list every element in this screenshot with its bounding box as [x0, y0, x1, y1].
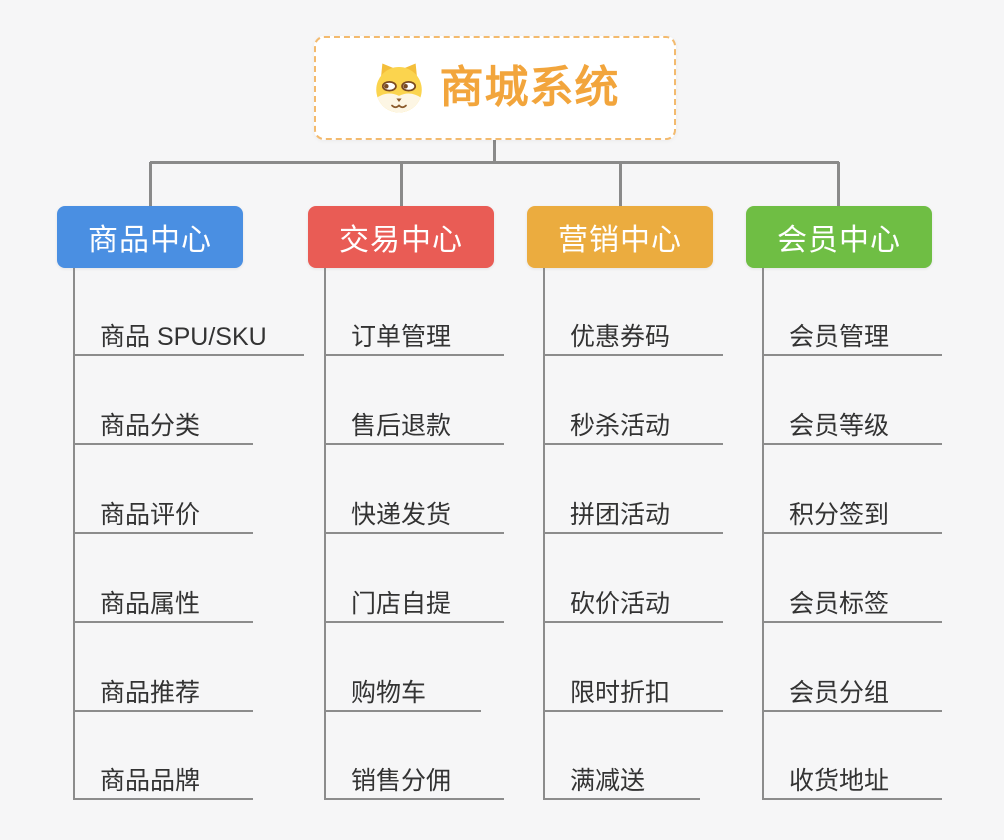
connector-drop-product [149, 162, 152, 206]
leaf-node[interactable]: 会员标签 [762, 587, 942, 623]
root-node[interactable]: 商城系统 [314, 36, 676, 140]
branch-box-product-center[interactable]: 商品中心 [57, 206, 243, 268]
branch-box-marketing-center[interactable]: 营销中心 [527, 206, 713, 268]
leaf-node[interactable]: 砍价活动 [543, 587, 723, 623]
leaf-node[interactable]: 会员等级 [762, 409, 942, 445]
shiba-dog-icon [375, 63, 422, 113]
connector-drop-trade [400, 162, 403, 206]
leaf-node[interactable]: 商品属性 [73, 587, 253, 623]
branch-product-center: 商品中心 商品 SPU/SKU 商品分类 商品评价 商品属性 商品推荐 商品品牌 [57, 206, 317, 806]
root-title: 商城系统 [439, 63, 620, 112]
leaf-node[interactable]: 销售分佣 [324, 764, 504, 800]
leaf-node[interactable]: 收货地址 [762, 764, 942, 800]
leaf-node[interactable]: 商品推荐 [73, 676, 253, 712]
branch-box-trade-center[interactable]: 交易中心 [308, 206, 494, 268]
connector-drop-member [837, 162, 840, 206]
branch-trade-center: 交易中心 订单管理 售后退款 快递发货 门店自提 购物车 销售分佣 [308, 206, 568, 806]
leaf-node[interactable]: 会员分组 [762, 676, 942, 712]
leaf-node[interactable]: 满减送 [543, 764, 700, 800]
leaf-node[interactable]: 购物车 [324, 676, 481, 712]
connector-drop-marketing [619, 162, 622, 206]
leaf-node[interactable]: 拼团活动 [543, 498, 723, 534]
leaf-node[interactable]: 会员管理 [762, 320, 942, 356]
leaf-node[interactable]: 商品品牌 [73, 764, 253, 800]
connector-root-drop [493, 140, 496, 163]
leaf-node[interactable]: 商品评价 [73, 498, 253, 534]
leaf-node[interactable]: 限时折扣 [543, 676, 723, 712]
leaf-node[interactable]: 订单管理 [324, 320, 504, 356]
leaf-node[interactable]: 优惠券码 [543, 320, 723, 356]
leaf-node[interactable]: 积分签到 [762, 498, 942, 534]
branch-box-member-center[interactable]: 会员中心 [746, 206, 932, 268]
connector-bus [150, 161, 839, 164]
leaf-node[interactable]: 门店自提 [324, 587, 504, 623]
branch-member-center: 会员中心 会员管理 会员等级 积分签到 会员标签 会员分组 收货地址 [746, 206, 1004, 806]
leaf-node[interactable]: 商品 SPU/SKU [73, 320, 304, 356]
leaf-node[interactable]: 快递发货 [324, 498, 504, 534]
leaf-node[interactable]: 商品分类 [73, 409, 253, 445]
leaf-node[interactable]: 秒杀活动 [543, 409, 723, 445]
branch-marketing-center: 营销中心 优惠券码 秒杀活动 拼团活动 砍价活动 限时折扣 满减送 [527, 206, 787, 806]
leaf-node[interactable]: 售后退款 [324, 409, 504, 445]
